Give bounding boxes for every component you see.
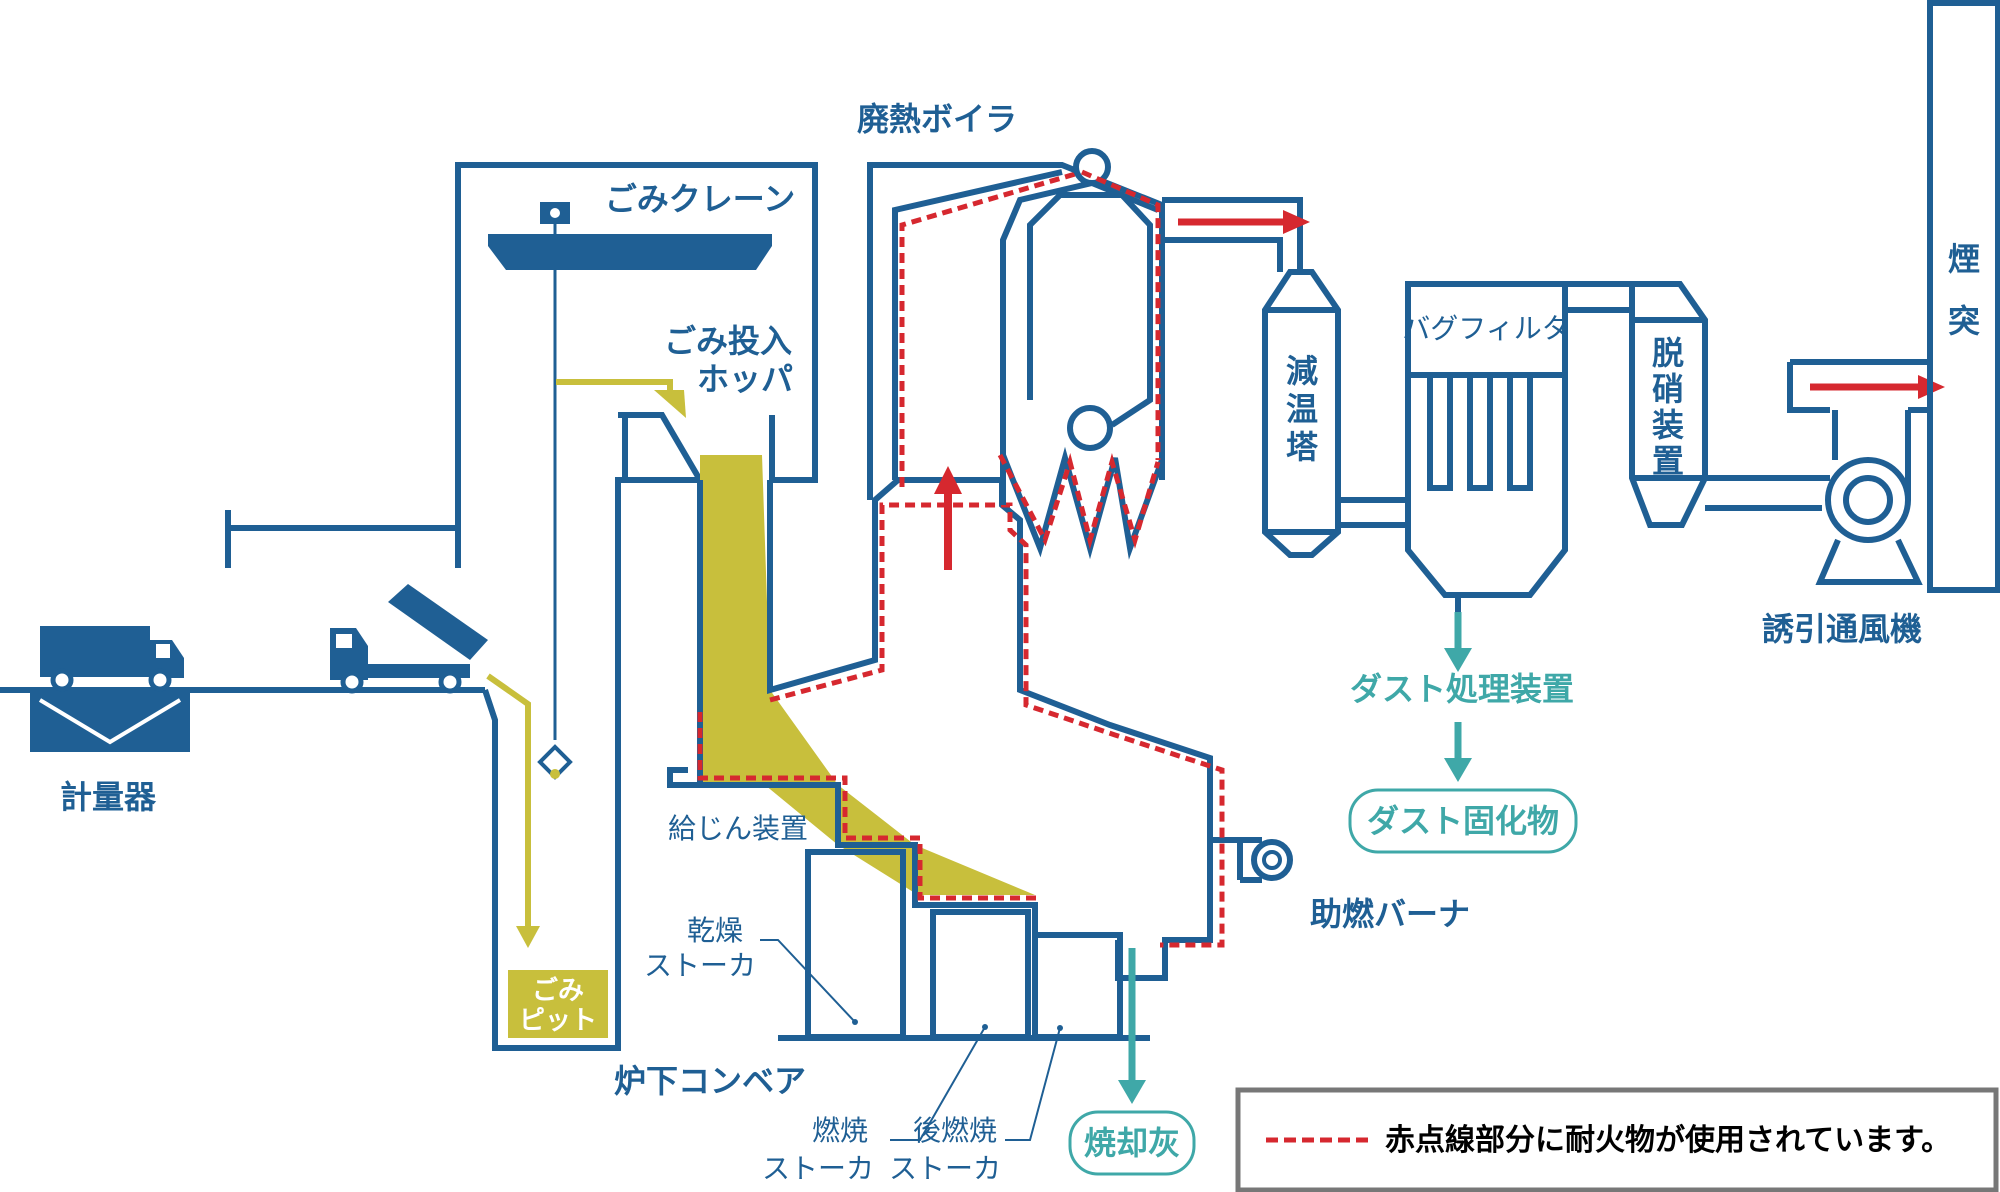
boiler-label: 廃熱ボイラ <box>857 100 1017 138</box>
denox-label-4: 置 <box>1652 442 1684 480</box>
legend <box>1235 1087 1999 1192</box>
legend-text: 赤点線部分に耐火物が使用されています。 <box>1385 1123 1951 1158</box>
furnace <box>667 169 1293 1141</box>
pit-label-1: ごみ <box>532 975 584 1006</box>
hopper-label-2: ホッパ <box>697 360 793 398</box>
pit-building <box>225 162 818 1051</box>
chimney-label-2: 突 <box>1948 302 1980 340</box>
flue-duct <box>1162 0 2000 612</box>
ash-box <box>1068 1110 1196 1176</box>
ash-label: 焼却灰 <box>1084 1124 1180 1162</box>
scale-label: 計量器 <box>60 778 157 816</box>
waste-pit: ごみ ピット <box>508 970 608 1038</box>
denox-label-3: 装 <box>1652 406 1684 444</box>
burner-icon <box>1237 837 1293 883</box>
post-stoker-label-2: ストーカ <box>889 1152 1001 1185</box>
dry-stoker-label-2: ストーカ <box>644 949 756 982</box>
hopper-label-1: ごみ投入 <box>664 322 792 360</box>
denox-label-2: 硝 <box>1652 370 1684 408</box>
truck-icon <box>40 626 184 692</box>
cooling-tower-label-2: 温 <box>1286 390 1318 428</box>
dust-solid-box <box>1348 788 1578 854</box>
dry-stoker-label-1: 乾燥 <box>687 914 743 947</box>
denox-label-1: 脱 <box>1652 334 1684 372</box>
boiler <box>867 148 1165 570</box>
cooling-tower-label-3: 塔 <box>1286 428 1319 466</box>
dump-truck-icon <box>330 584 488 694</box>
scale-group <box>0 584 488 752</box>
burn-stoker-label-1: 燃焼 <box>812 1114 868 1147</box>
conveyor-label: 炉下コンベア <box>614 1062 806 1100</box>
burn-stoker-label-2: ストーカ <box>762 1152 874 1185</box>
fan-label: 誘引通風機 <box>1762 610 1922 648</box>
burner-label: 助燃バーナ <box>1310 895 1470 933</box>
dust-treatment-label: ダスト処理装置 <box>1350 670 1574 708</box>
cooling-tower-label-1: 減 <box>1286 352 1318 390</box>
chimney-label-1: 煙 <box>1948 240 1980 278</box>
post-stoker-label-1: 後燃焼 <box>913 1114 997 1147</box>
feeder-label: 給じん装置 <box>668 812 808 845</box>
fan-icon <box>1787 359 1945 585</box>
dust-flow <box>1068 612 1578 1176</box>
crane-label: ごみクレーン <box>605 180 795 218</box>
dust-solid-label: ダスト固化物 <box>1367 802 1559 840</box>
pit-label-2: ピット <box>519 1006 597 1036</box>
crane-icon <box>488 202 772 780</box>
bag-filter-label: バグフィルタ <box>1402 312 1569 345</box>
waste-flow <box>486 379 686 948</box>
